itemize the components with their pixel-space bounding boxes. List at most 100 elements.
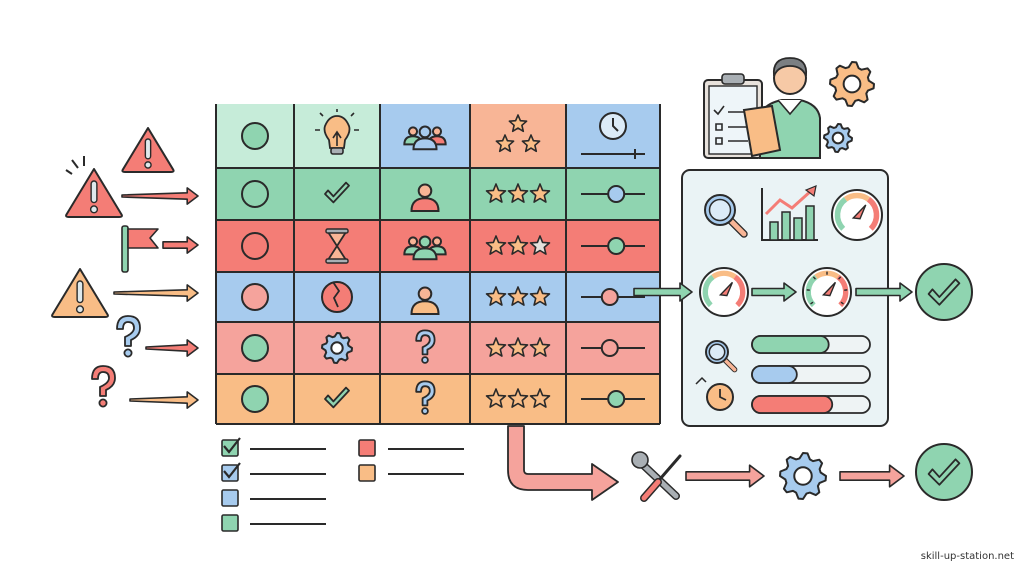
analysis-panel <box>681 169 913 427</box>
status-circle-icon <box>241 232 269 260</box>
question-dot <box>123 348 133 358</box>
star-icon <box>485 388 507 408</box>
magnifier-icon <box>705 340 738 373</box>
magnifier-icon <box>704 194 748 238</box>
status-circle-icon <box>241 122 269 150</box>
small-key-icon <box>695 376 707 385</box>
progress-fill <box>751 335 830 354</box>
table-row-content <box>241 180 645 212</box>
arrow-icon <box>129 391 199 409</box>
alert-spark-icon <box>65 156 85 175</box>
question-icon <box>91 365 116 408</box>
gauge-needle <box>821 281 837 297</box>
gauge-tick <box>838 276 842 280</box>
person-body <box>410 300 440 315</box>
arrow-icon <box>121 187 199 205</box>
question-mark <box>415 380 436 407</box>
slider-knob <box>600 339 619 357</box>
star-icon <box>529 286 551 306</box>
question-icon <box>415 329 436 364</box>
held-folder <box>742 104 782 158</box>
slider-knob <box>607 237 626 255</box>
slider-knob <box>600 288 619 306</box>
person-body <box>410 197 440 212</box>
remediation-flow <box>507 425 973 502</box>
person-body <box>412 247 438 261</box>
slider-knob <box>607 390 626 408</box>
person-icon <box>410 286 440 315</box>
gear-icon <box>823 123 853 153</box>
progress-fill <box>751 365 798 384</box>
legend-check-icon <box>223 437 241 454</box>
checklist-lines <box>713 105 748 145</box>
question-dot <box>421 407 429 415</box>
flow-arrow-icon <box>751 282 797 302</box>
input-signals <box>51 127 199 409</box>
magnifier-lens <box>708 198 732 222</box>
person-head <box>417 183 433 199</box>
magnifier-handle <box>722 357 737 372</box>
bulb-base <box>330 147 344 155</box>
gear-hole <box>793 466 813 486</box>
status-circle-icon <box>241 283 269 311</box>
gauge-arc <box>733 274 746 308</box>
person-head <box>431 236 443 247</box>
gear-hole <box>831 131 845 145</box>
clipboard-clip <box>721 73 745 85</box>
warning-dot <box>144 161 152 169</box>
legend-swatch <box>358 439 376 457</box>
person-icon <box>412 235 438 261</box>
gear-hole <box>842 74 862 94</box>
star-icon <box>529 337 551 357</box>
lightbulb-icon <box>315 109 359 155</box>
warning-bar <box>90 180 98 204</box>
legend-swatch <box>221 489 239 507</box>
gauge-arc <box>711 270 737 280</box>
gauge-arc <box>843 192 871 202</box>
star-icon <box>507 286 529 306</box>
gauge-needle <box>718 281 734 297</box>
legend-swatch <box>358 464 376 482</box>
gear-icon <box>779 452 827 500</box>
star-icon <box>507 388 529 408</box>
person-head <box>407 126 419 137</box>
flow-arrow-icon <box>633 282 693 302</box>
person-body <box>412 137 438 151</box>
gauge-arc <box>834 197 848 231</box>
gauge-icon <box>699 267 749 317</box>
chart-bar <box>805 205 815 241</box>
warning-bar <box>144 138 152 160</box>
group-icon <box>403 235 447 261</box>
table-row-content <box>241 380 645 415</box>
broken-clock-icon <box>321 281 353 313</box>
check-icon <box>324 386 350 409</box>
gear-hole <box>330 341 344 355</box>
legend-check-icon <box>223 462 241 479</box>
clock-slider-icon <box>581 112 645 159</box>
gauge-arc <box>702 274 715 308</box>
flow-arrow-icon <box>855 282 913 302</box>
star-icon <box>508 114 528 133</box>
gauge-tick <box>812 276 816 280</box>
warning-bar <box>76 280 84 304</box>
screwdriver-handle <box>641 479 661 501</box>
star-icon <box>485 337 507 357</box>
question-dot <box>421 356 429 364</box>
gear-icon <box>321 332 353 364</box>
star-icon <box>495 134 515 153</box>
gauge-arc <box>866 197 880 231</box>
tools-icon <box>631 451 682 502</box>
magnifier-handle <box>728 218 747 237</box>
person-head <box>407 236 419 247</box>
star-icon <box>507 337 529 357</box>
gear-icon <box>829 61 875 107</box>
clock-hands <box>612 118 619 132</box>
warning-dot <box>75 305 85 314</box>
person-icon <box>412 125 438 151</box>
check-icon <box>927 458 961 486</box>
person-head <box>417 286 433 302</box>
table-row-content <box>241 228 645 264</box>
star-icon <box>507 183 529 203</box>
legend-swatch <box>221 514 239 532</box>
watermark: skill-up-station.net <box>920 551 1014 562</box>
